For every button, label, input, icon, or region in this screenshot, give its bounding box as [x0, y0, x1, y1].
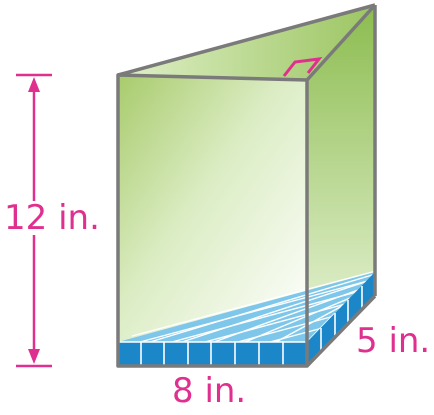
right-angle-mark [282, 57, 323, 77]
prism-edges [116, 3, 377, 368]
height-label: 12 in. [2, 198, 102, 238]
length-label: 8 in. [172, 371, 247, 411]
back-face [307, 5, 375, 342]
front-face [118, 75, 307, 342]
width-label: 5 in. [356, 321, 431, 361]
tiled-base-front [118, 341, 307, 366]
tiled-base-side [307, 272, 375, 366]
tiled-base-top [118, 270, 377, 343]
